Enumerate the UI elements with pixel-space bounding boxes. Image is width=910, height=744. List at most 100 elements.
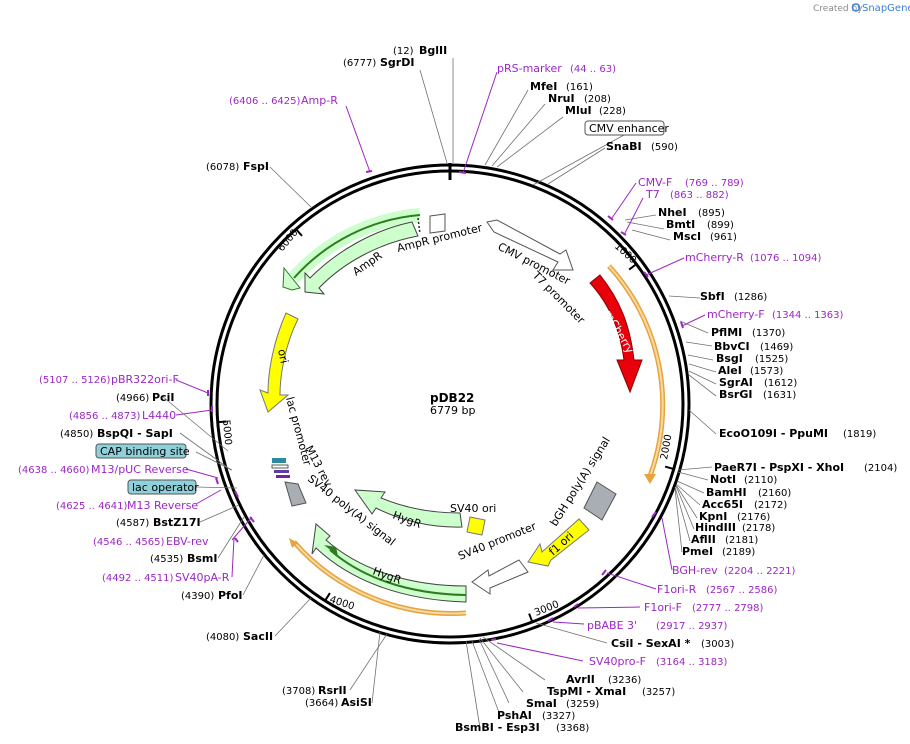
ori-label: ori	[275, 348, 291, 365]
primer-range: (4856 .. 4873)	[69, 411, 141, 422]
tick-mark-2000	[664, 465, 675, 471]
primer-name: CMV-F	[638, 176, 672, 189]
site-pos: (895)	[698, 208, 725, 219]
site-name: SacII	[243, 630, 273, 643]
site-pos: (4850)	[60, 429, 93, 440]
sv40-promoter-arrow	[471, 559, 529, 595]
site-name: BstZ17I	[153, 516, 201, 529]
ampr-promoter-box	[429, 213, 446, 234]
f1-ori-arrow	[527, 518, 590, 567]
tick-label-5000: 5000	[220, 419, 233, 445]
primer-marks	[207, 170, 684, 641]
sv40-ori-box	[466, 516, 486, 536]
site-pos: (4587)	[116, 518, 149, 529]
primer-name: L4440	[142, 409, 176, 422]
primer-range: (4492 .. 4511)	[102, 573, 174, 584]
primer-labels: pRS-marker (44 .. 63) (6406 .. 6425) Amp…	[18, 62, 844, 668]
cmv-enhancer-box	[584, 120, 665, 136]
primer-range: (4625 .. 4641)	[56, 501, 128, 512]
primer-name: mCherry-R	[685, 251, 744, 264]
site-pos: (2176)	[737, 512, 770, 523]
primer-name: BGH-rev	[672, 564, 718, 577]
site-name: SgrAI	[719, 376, 753, 389]
site-pos: (1819)	[843, 429, 876, 440]
tick-label-6000: 6000	[276, 227, 301, 254]
site-name: MluI	[565, 104, 592, 117]
site-name: FspI	[243, 160, 269, 173]
site-name: BsrGI	[719, 388, 752, 401]
site-name: PciI	[152, 391, 174, 404]
cmv-promoter-arrow	[486, 219, 574, 271]
primer-name: Amp-R	[301, 94, 338, 107]
tick-mark-3000	[528, 613, 534, 623]
primer-name: M13/pUC Reverse	[91, 463, 189, 476]
site-pos: (6777)	[343, 58, 376, 69]
cap-site-label: CAP binding site	[100, 445, 190, 458]
site-name: BsmI	[187, 552, 218, 565]
site-name: Acc65I	[702, 498, 743, 511]
site-name: AleI	[718, 364, 742, 377]
site-name: PfoI	[218, 589, 243, 602]
mcherry-binding-arrowhead	[644, 474, 656, 484]
site-name: PaeR7I - PspXI - XhoI	[714, 461, 844, 474]
site-pos: (3664)	[305, 698, 338, 709]
cmv-enhancer-label: CMV enhancer	[589, 122, 669, 135]
site-name: SbfI	[700, 290, 725, 303]
site-pos: (1631)	[763, 390, 796, 401]
primer-name: SV40pA-R	[175, 571, 230, 584]
site-pos: (208)	[584, 94, 611, 105]
ori-arrow	[259, 312, 299, 413]
tick-mark-1000	[628, 263, 637, 271]
ampr-inner-arrow	[304, 221, 419, 295]
site-name: AflII	[691, 533, 716, 546]
site-pos: (2160)	[758, 488, 791, 499]
site-name: TspMI - XmaI	[547, 685, 626, 698]
site-name: MscI	[673, 230, 701, 243]
site-pos: (1469)	[760, 342, 793, 353]
site-pos: (3368)	[556, 723, 589, 734]
site-pos: (4080)	[206, 632, 239, 643]
site-name: AvrII	[566, 673, 595, 686]
site-name: CsiI - SexAI *	[611, 637, 691, 650]
lac-operator-marker	[274, 470, 289, 473]
lac-operator-box	[127, 479, 197, 495]
hygr-inner-arrow	[353, 489, 463, 528]
primer-name: pBR322ori-F	[111, 373, 179, 386]
primer-name: mCherry-F	[707, 308, 765, 321]
site-pos: (1525)	[755, 354, 788, 365]
primer-range: (2567 .. 2586)	[706, 585, 778, 596]
site-name: RsrII	[318, 684, 347, 697]
site-pos: (1370)	[752, 328, 785, 339]
site-name: BamHI	[706, 486, 747, 499]
m13-marker	[276, 475, 290, 478]
site-name: NruI	[548, 92, 575, 105]
site-name: EcoO109I - PpuMI	[719, 427, 828, 440]
site-pos: (2189)	[722, 547, 755, 558]
site-pos: (1612)	[764, 378, 797, 389]
primer-range: (769 .. 789)	[685, 178, 744, 189]
primer-name: SV40pro-F	[589, 655, 646, 668]
lac-operator-label: lac operator	[132, 481, 199, 494]
site-pos: (961)	[710, 232, 737, 243]
site-pos: (2110)	[744, 475, 777, 486]
site-pos: (3257)	[642, 687, 675, 698]
primer-range: (1076 .. 1094)	[750, 253, 822, 264]
site-name: SnaBI	[606, 140, 642, 153]
site-pos: (6078)	[206, 162, 239, 173]
primer-range: (5107 .. 5126)	[39, 375, 111, 386]
site-name: PflMI	[711, 326, 742, 339]
primer-range: (6406 .. 6425)	[229, 96, 301, 107]
site-pos: (2181)	[725, 535, 758, 546]
primer-name: F1ori-F	[644, 601, 682, 614]
site-name: BspQI - SapI	[97, 427, 173, 440]
site-pos: (3259)	[566, 699, 599, 710]
site-pos: (590)	[651, 142, 678, 153]
primer-range: (1344 .. 1363)	[772, 310, 844, 321]
plasmid-name: pDB22	[430, 391, 474, 405]
cap-site-box	[95, 443, 187, 459]
site-name: KpnI	[699, 510, 727, 523]
credit-prefix: Created by	[813, 4, 863, 14]
site-pos: (899)	[707, 220, 734, 231]
cap-site-marker	[272, 458, 286, 463]
primer-name: EBV-rev	[166, 535, 209, 548]
